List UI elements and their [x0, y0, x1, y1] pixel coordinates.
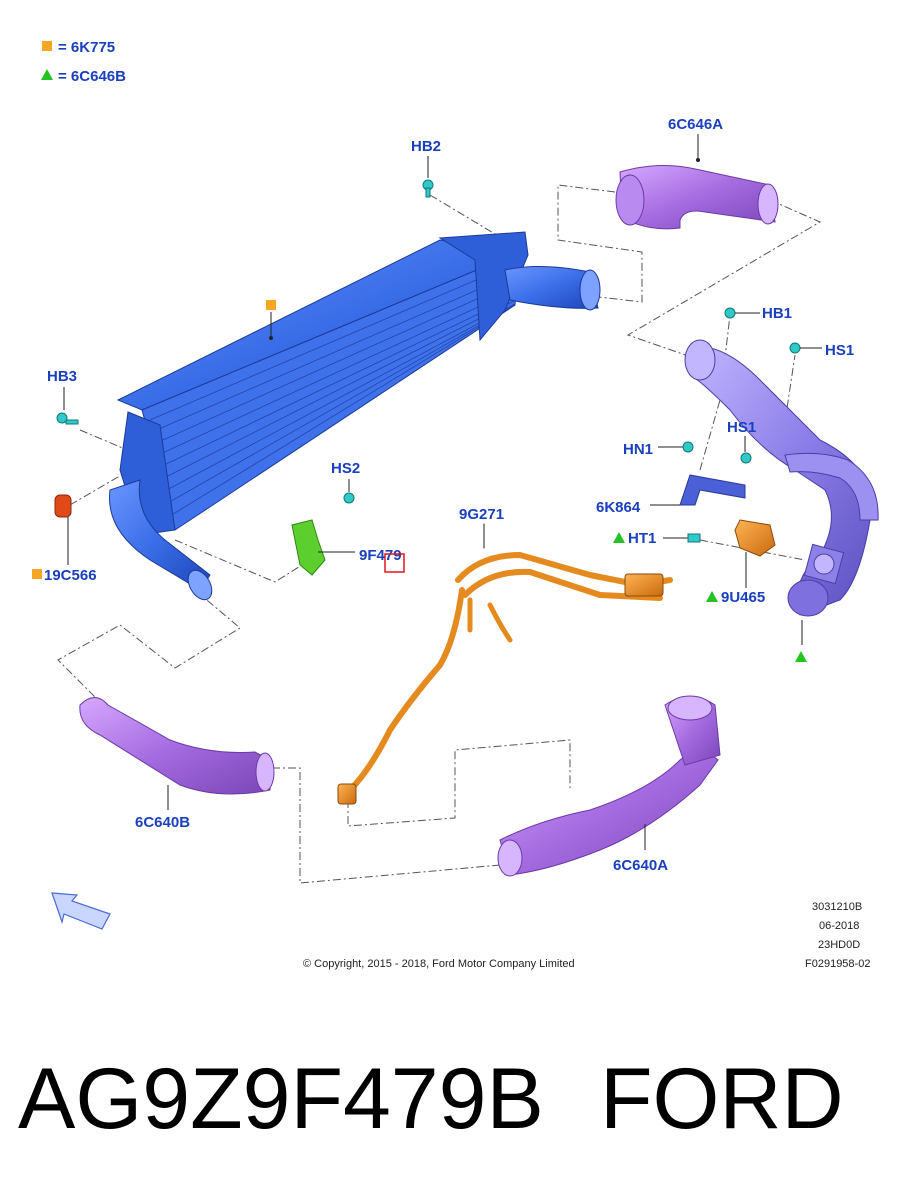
- legend: = 6K775 = 6C646B: [41, 39, 126, 85]
- label-hb1: HB1: [762, 305, 792, 322]
- diagram-date: 06-2018: [819, 920, 860, 932]
- diagram-code-2: 23HD0D: [818, 939, 861, 951]
- label-hb3: HB3: [47, 368, 77, 385]
- hose-harness-9g271[interactable]: [347, 523, 673, 793]
- duct-right-assembly[interactable]: [684, 339, 879, 617]
- highlight-box: [384, 553, 405, 573]
- duct-6c640b[interactable]: [79, 697, 275, 811]
- label-hn1: HN1: [623, 441, 653, 458]
- label-ht1: HT1: [628, 530, 656, 547]
- bracket-6k864[interactable]: [650, 474, 746, 506]
- sensor-9f479[interactable]: [291, 519, 355, 576]
- connection-lines: [57, 184, 822, 884]
- cap-19c566[interactable]: [54, 494, 72, 565]
- copyright-text: © Copyright, 2015 - 2018, Ford Motor Com…: [303, 958, 575, 970]
- legend-square-icon: [42, 41, 52, 51]
- diagram-code-3: F0291958-02: [805, 958, 871, 970]
- clip-hs1-top-icon: [789, 342, 822, 354]
- duct-6c640a[interactable]: [497, 695, 721, 877]
- duct-6c646a[interactable]: [615, 165, 779, 230]
- label-hs1-mid: HS1: [727, 419, 756, 436]
- label-9u465: 9U465: [721, 589, 765, 606]
- harness-end-connector-icon: [337, 783, 357, 805]
- label-6c640b: 6C640B: [135, 814, 190, 831]
- legend-square-text: = 6K775: [58, 39, 115, 56]
- diagram-code-1: 3031210B: [812, 901, 863, 913]
- label-9g271: 9G271: [459, 506, 504, 523]
- bolt-hb3-icon: [56, 387, 79, 425]
- clip-hb1-icon: [724, 307, 760, 319]
- intercooler-marker-square-icon: [266, 300, 276, 310]
- label-6c646a: 6C646A: [668, 116, 723, 133]
- bolt-hb2-icon: [422, 156, 434, 198]
- 9u465-marker-triangle-icon: [706, 591, 718, 602]
- label-hb2: HB2: [411, 138, 441, 155]
- 19c566-marker-square-icon: [32, 569, 42, 579]
- label-9f479: 9F479: [359, 547, 402, 564]
- fitting-ht1-icon: [663, 533, 701, 543]
- part-number: AG9Z9F479B: [18, 1051, 544, 1147]
- label-6k864: 6K864: [596, 499, 641, 516]
- legend-triangle-icon: [41, 69, 53, 80]
- product-title: AG9Z9F479B FORD: [0, 1040, 912, 1190]
- screw-hs1-mid-icon: [740, 436, 752, 464]
- label-19c566: 19C566: [44, 567, 97, 584]
- valve-9u465[interactable]: [734, 519, 776, 588]
- label-6c640a: 6C640A: [613, 857, 668, 874]
- intercooler[interactable]: [109, 231, 601, 604]
- direction-arrow-icon: [51, 892, 111, 930]
- harness-valve-icon: [624, 573, 664, 597]
- right-duct-marker-triangle-icon: [795, 651, 807, 662]
- ht1-marker-triangle-icon: [613, 532, 625, 543]
- label-hs1-top: HS1: [825, 342, 854, 359]
- label-hs2: HS2: [331, 460, 360, 477]
- nut-hn1-icon: [658, 441, 694, 453]
- brand-name: FORD: [600, 1051, 844, 1147]
- legend-triangle-text: = 6C646B: [58, 68, 126, 85]
- screw-hs2-icon: [343, 479, 355, 504]
- parts-diagram: = 6K775 = 6C646B: [32, 39, 879, 930]
